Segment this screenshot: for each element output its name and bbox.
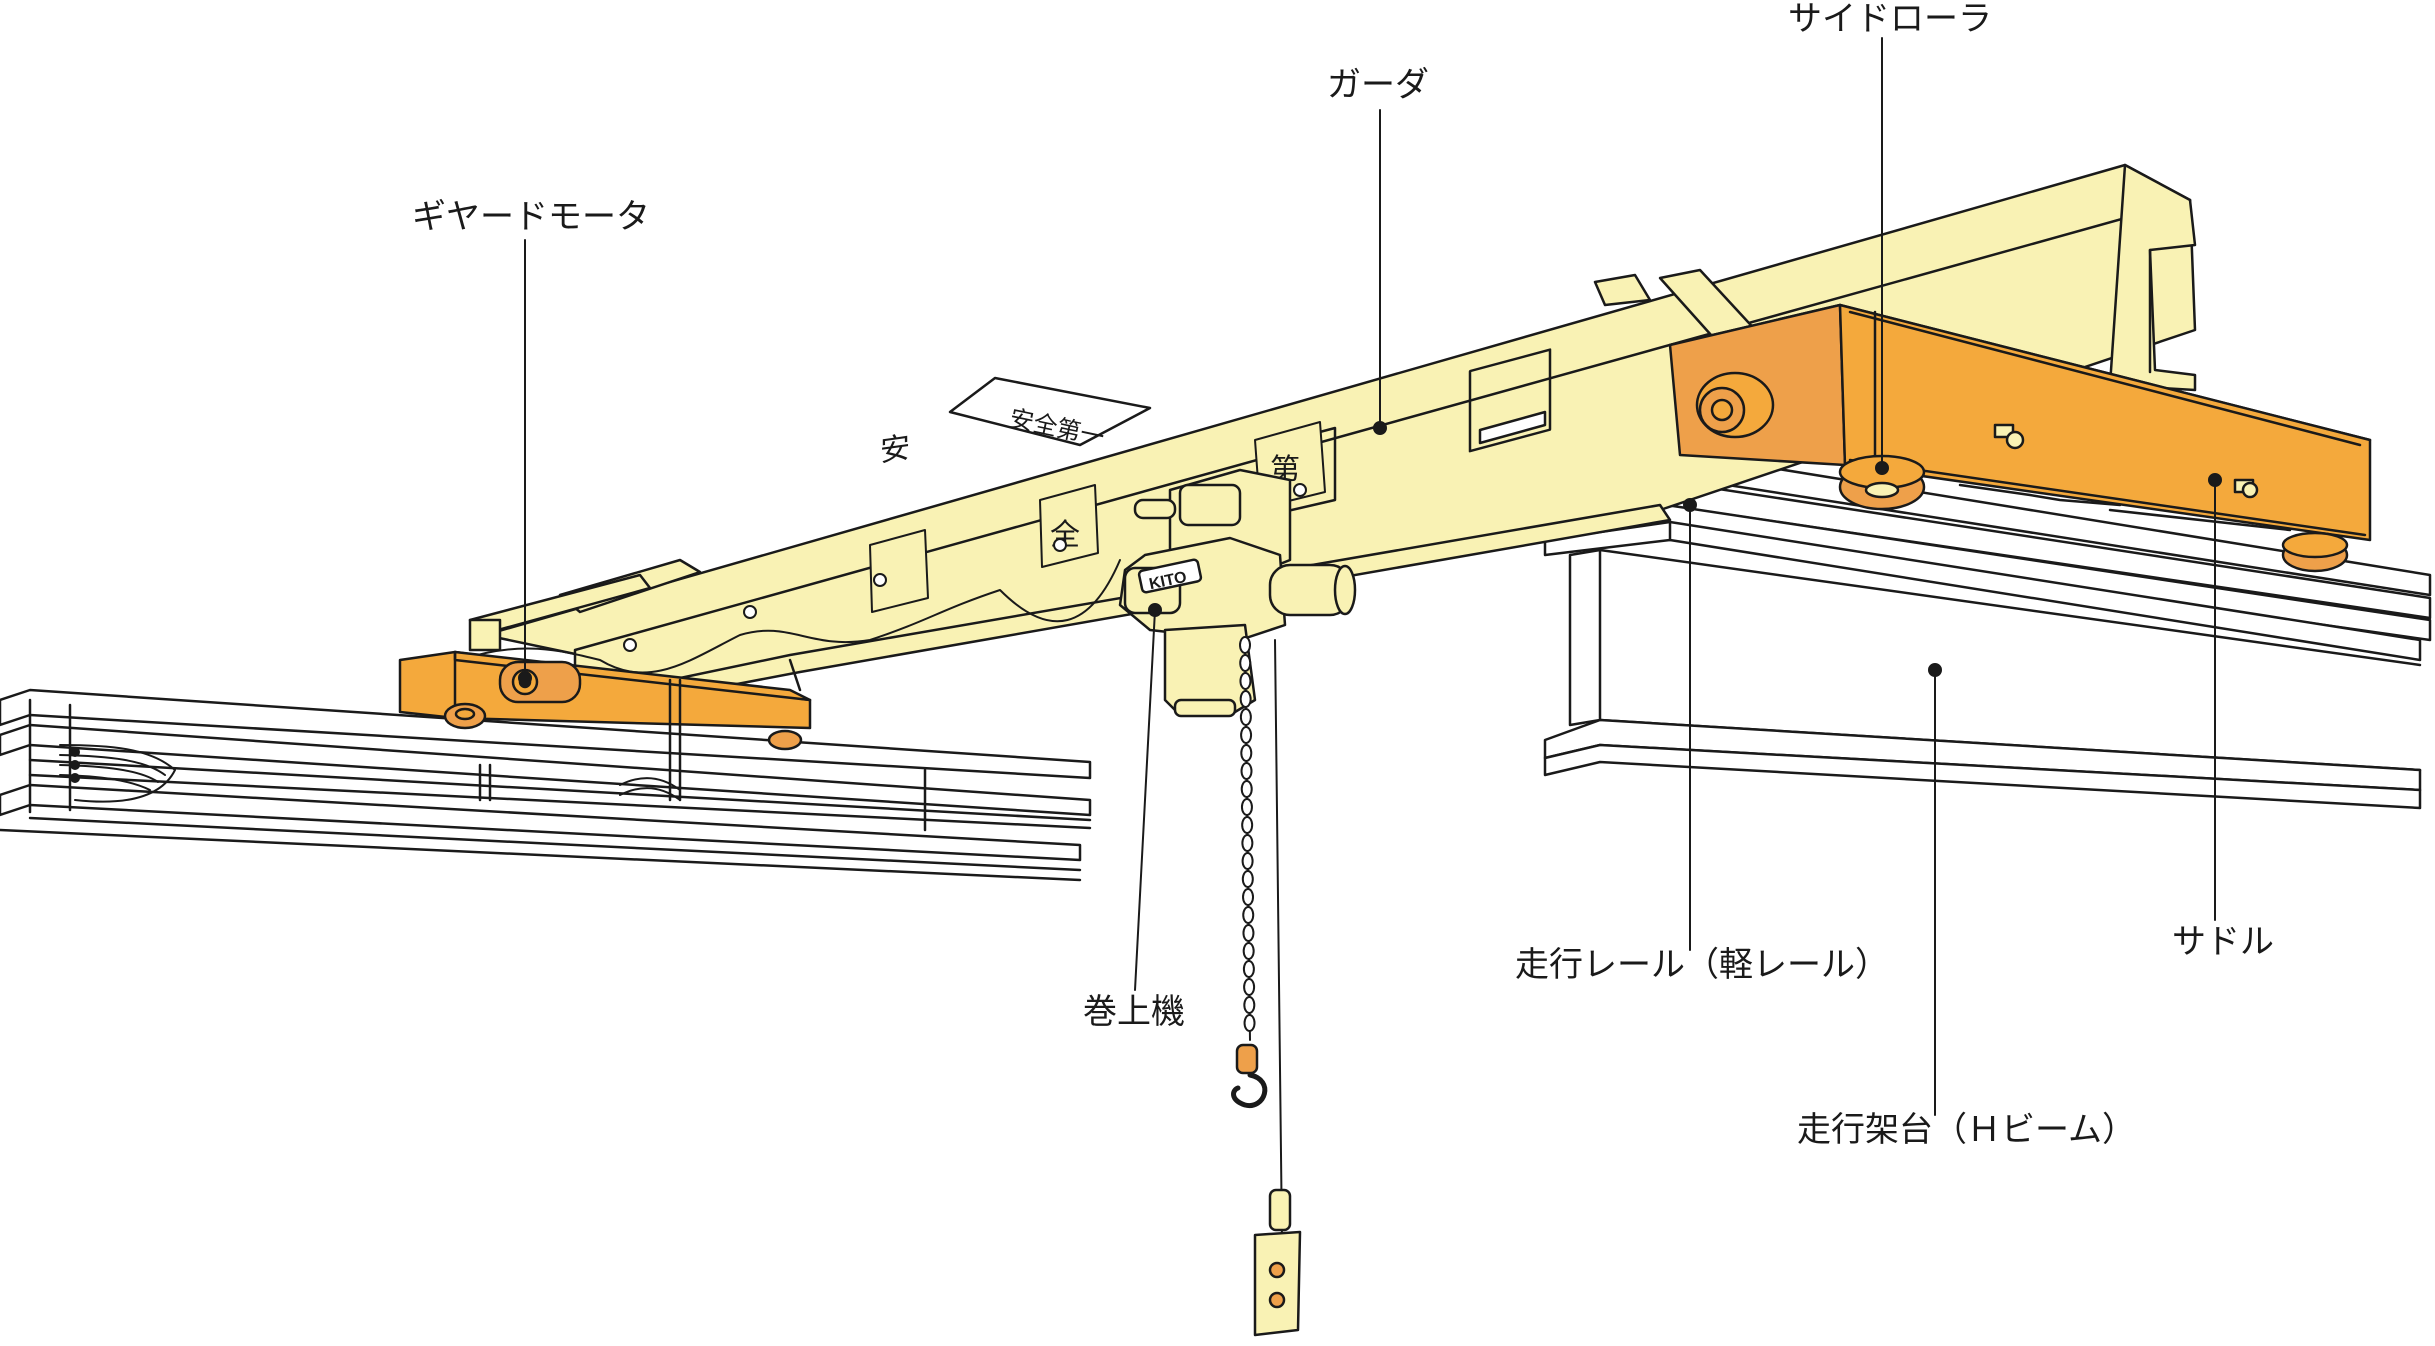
pendant-switch xyxy=(1253,1188,1302,1337)
label-runway-beam: 走行架台（Ｈビーム） xyxy=(1797,1110,2136,1150)
chain-links xyxy=(1239,636,1256,1032)
chain-link xyxy=(1242,888,1255,906)
runway-h-beam xyxy=(1543,438,2432,810)
chain-link xyxy=(1239,654,1252,672)
cable-bundle xyxy=(59,744,681,803)
chain-link xyxy=(1240,726,1253,744)
chain-link xyxy=(1242,924,1255,942)
chain-link xyxy=(1239,708,1252,726)
chain-link xyxy=(1241,852,1254,870)
label-runway-rail: 走行レール（軽レール） xyxy=(1515,945,1889,985)
label-geared-motor: ギヤードモータ xyxy=(412,197,650,237)
left-runway xyxy=(0,688,1092,882)
label-saddle: サドル xyxy=(2172,922,2274,962)
chain-link xyxy=(1243,978,1256,996)
leader-lines xyxy=(518,37,2222,1116)
chain-link xyxy=(1241,870,1254,888)
svg-text:安: 安 xyxy=(880,430,910,468)
hoist: KITO xyxy=(1118,468,1357,718)
label-side-roller: サイドローラ xyxy=(1788,0,1992,39)
right-saddle xyxy=(1668,303,2372,573)
chain-link xyxy=(1241,816,1254,834)
hook xyxy=(1231,1043,1268,1108)
chain-link xyxy=(1239,690,1252,708)
chain-link xyxy=(1242,960,1255,978)
chain-link xyxy=(1240,762,1253,780)
chain-link xyxy=(1240,780,1253,798)
chain-link xyxy=(1240,744,1253,762)
chain-link xyxy=(1242,942,1255,960)
chain-link xyxy=(1240,798,1253,816)
chain-link xyxy=(1242,906,1255,924)
chain-link xyxy=(1239,672,1252,690)
chain-link xyxy=(1243,996,1256,1014)
label-girder: ガーダ xyxy=(1327,65,1429,105)
chain-link xyxy=(1241,834,1254,852)
hanging-sign: 安全第一 xyxy=(948,376,1152,451)
chain-link xyxy=(1239,636,1251,654)
label-hoist: 巻上機 xyxy=(1083,992,1185,1032)
chain-link xyxy=(1243,1014,1256,1032)
festoon-cable xyxy=(459,483,1307,674)
